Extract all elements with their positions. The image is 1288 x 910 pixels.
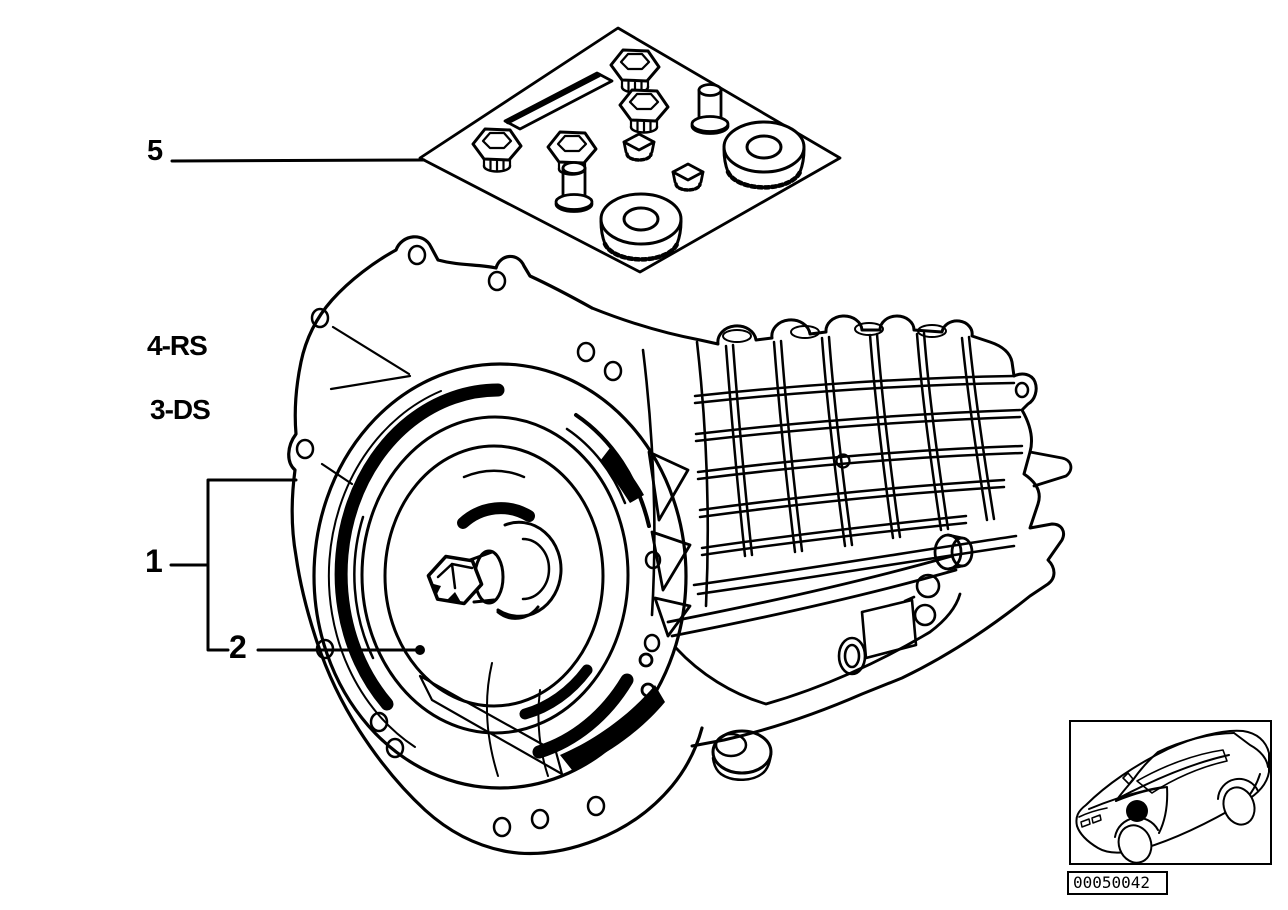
callout-1[interactable]: 1 xyxy=(145,543,163,579)
torque-converter xyxy=(312,362,688,790)
flange-chords xyxy=(320,325,564,776)
kit-hex-plugs xyxy=(471,48,670,176)
flange-web-gussets xyxy=(638,450,692,698)
leader-lines xyxy=(169,158,426,655)
car-location-icon xyxy=(1075,729,1270,864)
kit-square-plugs xyxy=(622,132,705,192)
flange-step xyxy=(327,390,442,748)
converter-face-outer xyxy=(360,415,630,735)
case-lower-ridge xyxy=(692,534,1018,596)
kit-gasket-strip xyxy=(503,71,614,131)
shadow-wedge-upper xyxy=(600,448,644,503)
callout-5[interactable]: 5 xyxy=(147,135,164,167)
gearbox-case xyxy=(590,306,1073,781)
leader-line-1 xyxy=(169,478,298,652)
leader-line-5 xyxy=(170,158,426,163)
oil-pan xyxy=(666,554,962,706)
vehicle-thumbnail[interactable] xyxy=(1069,720,1272,865)
bell-housing-flange xyxy=(287,235,704,856)
shadow-wedge-lower xyxy=(560,685,665,770)
converter-opening-ring xyxy=(312,362,688,790)
converter-thin-arcs xyxy=(353,427,627,777)
selector-linkage xyxy=(837,573,941,676)
callout-3-ds[interactable]: 3-DS xyxy=(150,394,211,425)
converter-dark-ring-lower-right xyxy=(532,673,634,759)
converter-face-inner xyxy=(383,444,605,708)
flange-outline xyxy=(287,235,704,856)
image-code-text: 00050042 xyxy=(1073,873,1151,892)
drain-plug xyxy=(711,729,773,781)
parts-kit-tray xyxy=(418,26,842,274)
case-silhouette xyxy=(590,306,1066,748)
case-rib-grid xyxy=(693,331,1024,558)
image-code: 00050042 xyxy=(1067,871,1168,895)
component-location-dot xyxy=(1126,800,1148,822)
flange-bolt-holes xyxy=(295,244,662,838)
callout-4-rs[interactable]: 4-RS xyxy=(147,330,208,361)
output-shaft xyxy=(933,533,974,571)
converter-hub-and-nut xyxy=(426,502,563,620)
kit-tray-outline xyxy=(418,26,842,274)
callout-2[interactable]: 2 xyxy=(229,629,247,665)
leader-dot-2 xyxy=(415,645,425,655)
